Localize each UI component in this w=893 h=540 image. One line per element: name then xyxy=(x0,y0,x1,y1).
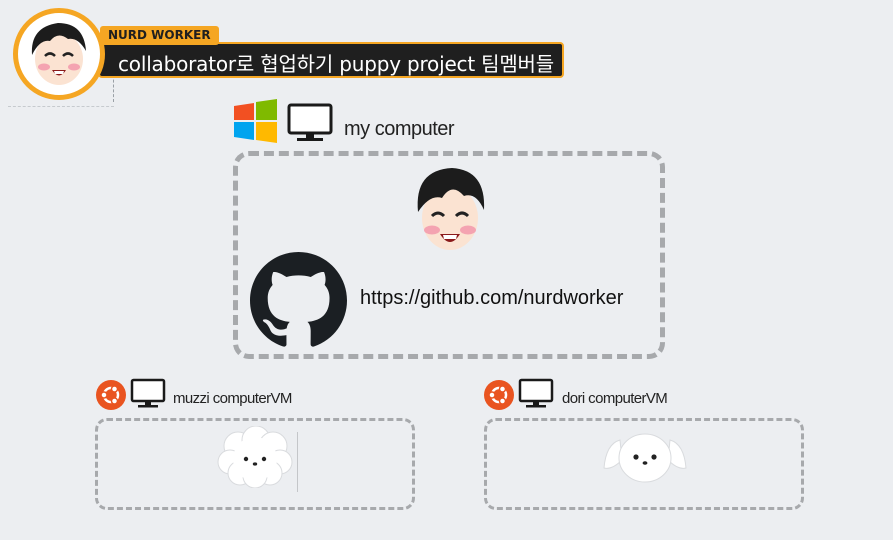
vm-left-label: muzzi computerVM xyxy=(173,390,292,407)
author-tag: NURD WORKER xyxy=(100,26,219,45)
github-url[interactable]: https://github.com/nurdworker xyxy=(360,287,623,310)
github-logo-icon xyxy=(250,252,347,349)
muzzi-puppy-icon xyxy=(216,426,294,488)
monitor-icon xyxy=(130,378,166,410)
divider xyxy=(297,432,298,492)
monitor-icon xyxy=(518,378,554,410)
vm-right-label: dori computerVM xyxy=(562,390,667,407)
monitor-icon xyxy=(287,103,333,143)
ubuntu-logo-icon xyxy=(96,380,126,410)
guide-line-horizontal xyxy=(8,106,114,107)
ubuntu-logo-icon xyxy=(484,380,514,410)
page-title: collaborator로 협업하기 puppy project 팀멤버들 xyxy=(118,48,554,77)
avatar-icon xyxy=(412,166,488,256)
main-computer-label: my computer xyxy=(344,118,454,141)
dori-puppy-icon xyxy=(602,428,688,484)
header-avatar xyxy=(13,8,105,100)
avatar-face-icon xyxy=(18,13,100,95)
windows-logo-icon xyxy=(233,99,279,143)
